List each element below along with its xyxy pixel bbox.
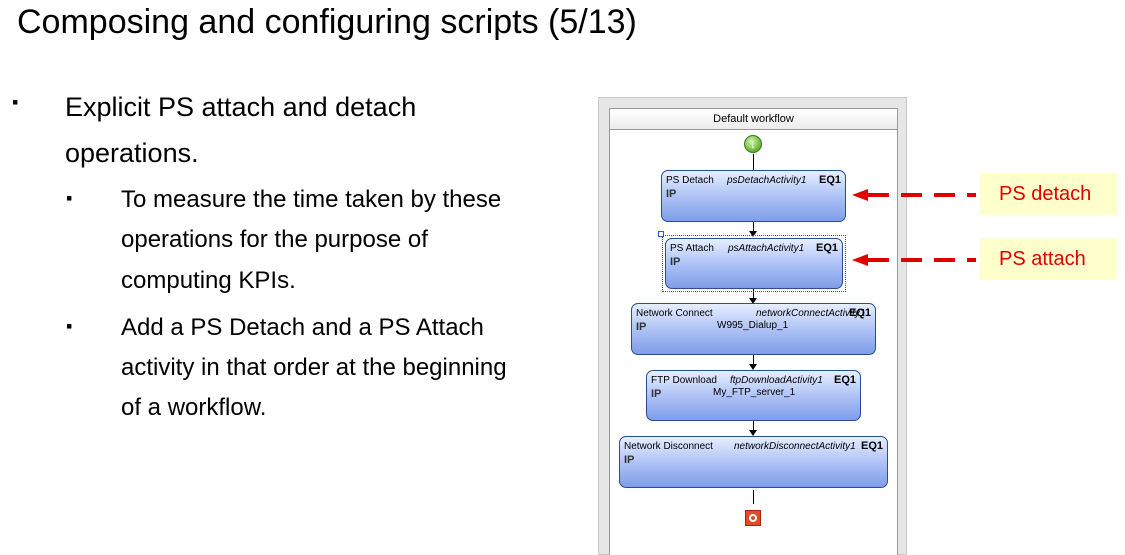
connector bbox=[753, 355, 754, 365]
activity-ps-attach[interactable]: PS Attach psAttachActivity1 EQ1 IP bbox=[665, 238, 843, 289]
connector bbox=[753, 289, 754, 299]
sub-bullet-1-line-2: operations for the purpose of bbox=[121, 226, 428, 253]
stop-icon[interactable] bbox=[745, 510, 761, 526]
sub-bullet-marker: ▪ bbox=[66, 316, 73, 336]
ip-icon: IP bbox=[651, 388, 662, 400]
start-arrow-icon[interactable]: ↓ bbox=[744, 135, 762, 153]
equipment-label: EQ1 bbox=[815, 242, 838, 254]
bullet-1-line-2: operations. bbox=[65, 138, 199, 168]
equipment-label: EQ1 bbox=[860, 440, 883, 452]
connector bbox=[753, 421, 754, 431]
activity-ps-detach[interactable]: PS Detach psDetachActivity1 EQ1 IP bbox=[661, 170, 846, 222]
connector-arrow bbox=[749, 298, 757, 304]
connector bbox=[753, 154, 754, 170]
activity-type: PS Attach bbox=[670, 243, 714, 254]
bullet-1-line-1: Explicit PS attach and detach bbox=[65, 92, 417, 122]
callout-ps-attach: PS attach bbox=[980, 238, 1117, 280]
activity-name: psDetachActivity1 bbox=[727, 175, 807, 186]
connector bbox=[753, 490, 754, 504]
equipment-label: EQ1 bbox=[833, 374, 856, 386]
equipment-label: EQ1 bbox=[848, 307, 871, 319]
callout-arrow-head bbox=[852, 189, 868, 201]
sub-bullet-2-line-3: of a workflow. bbox=[121, 394, 267, 421]
slide-title: Composing and configuring scripts (5/13) bbox=[17, 3, 637, 41]
activity-name: networkConnectActivity1 bbox=[756, 308, 866, 319]
selection-handle[interactable] bbox=[658, 231, 664, 237]
sub-bullet-2-line-1: Add a PS Detach and a PS Attach bbox=[121, 314, 484, 341]
activity-name: ftpDownloadActivity1 bbox=[730, 375, 823, 386]
activity-network-disconnect[interactable]: Network Disconnect networkDisconnectActi… bbox=[619, 436, 888, 488]
ip-icon: IP bbox=[636, 321, 647, 333]
selection-box bbox=[662, 235, 846, 292]
activity-ftp-download[interactable]: FTP Download ftpDownloadActivity1 EQ1 IP… bbox=[646, 370, 861, 421]
activity-network-connect[interactable]: Network Connect networkConnectActivity1 … bbox=[631, 303, 876, 355]
equipment-label: EQ1 bbox=[818, 174, 841, 186]
sub-bullet-marker: ▪ bbox=[66, 188, 73, 208]
connector-arrow bbox=[749, 364, 757, 370]
connector-arrow bbox=[749, 430, 757, 436]
callout-ps-detach: PS detach bbox=[980, 173, 1117, 215]
connector-arrow bbox=[749, 231, 757, 237]
ip-icon: IP bbox=[670, 256, 681, 268]
connector bbox=[753, 222, 754, 232]
ip-icon: IP bbox=[666, 188, 677, 200]
activity-name: networkDisconnectActivity1 bbox=[734, 441, 856, 452]
activity-type: Network Connect bbox=[636, 308, 713, 319]
ip-icon: IP bbox=[624, 454, 635, 466]
callout-dashed-line bbox=[868, 193, 976, 197]
activity-type: PS Detach bbox=[666, 175, 714, 186]
callout-dashed-line bbox=[868, 258, 976, 262]
sub-bullet-1-line-3: computing KPIs. bbox=[121, 267, 296, 294]
bullet-marker: ▪ bbox=[12, 92, 19, 112]
sub-bullet-1-line-1: To measure the time taken by these bbox=[121, 186, 502, 213]
activity-target: My_FTP_server_1 bbox=[713, 387, 796, 398]
activity-name: psAttachActivity1 bbox=[728, 243, 805, 254]
activity-type: Network Disconnect bbox=[624, 441, 713, 452]
callout-arrow-head bbox=[852, 254, 868, 266]
workflow-header: Default workflow bbox=[609, 108, 898, 130]
activity-target: W995_Dialup_1 bbox=[717, 320, 789, 331]
activity-type: FTP Download bbox=[651, 375, 717, 386]
sub-bullet-2-line-2: activity in that order at the beginning bbox=[121, 354, 507, 381]
